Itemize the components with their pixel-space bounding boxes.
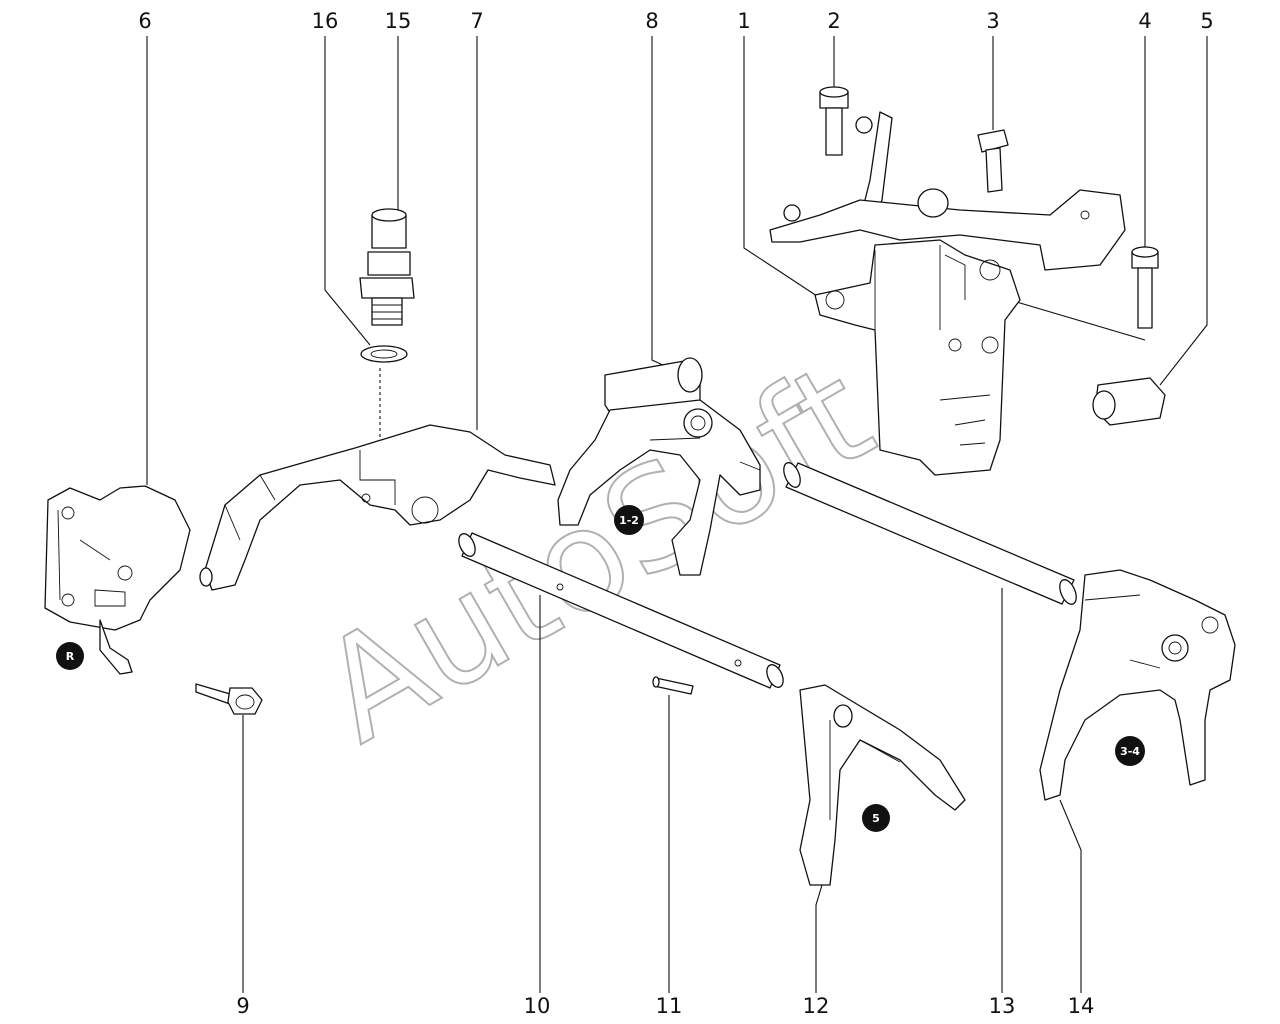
part-12-fork-5	[799, 684, 966, 886]
part-8-fork-1-2	[557, 357, 761, 576]
svg-text:3-4: 3-4	[1120, 745, 1140, 758]
part-2-bolt	[819, 86, 849, 156]
callout-11: 11	[656, 994, 683, 1018]
callout-6: 6	[138, 9, 151, 33]
callout-1: 1	[737, 9, 750, 33]
part-10-rod	[458, 532, 784, 689]
part-16-washer	[360, 345, 408, 363]
callout-7: 7	[470, 9, 483, 33]
badge-3-4: 3-4	[1115, 736, 1145, 766]
callout-4: 4	[1138, 9, 1151, 33]
callout-9: 9	[236, 994, 249, 1018]
part-9-bolt	[195, 683, 263, 715]
svg-text:5: 5	[872, 812, 880, 825]
badge-r: R	[56, 642, 84, 670]
callout-13: 13	[989, 994, 1016, 1018]
part-6-reverse-bracket	[44, 485, 191, 675]
part-4-bolt	[1131, 246, 1159, 329]
part-15-switch	[359, 208, 415, 326]
callout-15: 15	[385, 9, 412, 33]
part-1-selector	[769, 111, 1126, 476]
part-3-bolt	[977, 129, 1009, 193]
badge-1-2: 1-2	[614, 505, 644, 535]
part-14-fork-3-4	[1039, 569, 1236, 801]
svg-text:1-2: 1-2	[619, 514, 639, 527]
callout-2: 2	[827, 9, 840, 33]
part-7-fork	[199, 424, 556, 591]
part-5-nut	[1092, 377, 1166, 426]
part-13-rod	[783, 462, 1077, 605]
callout-3: 3	[986, 9, 999, 33]
leader-lines	[146, 36, 1208, 993]
callout-14: 14	[1068, 994, 1095, 1018]
callout-12: 12	[803, 994, 830, 1018]
callout-5: 5	[1200, 9, 1213, 33]
callout-16: 16	[312, 9, 339, 33]
callout-10: 10	[524, 994, 551, 1018]
svg-text:R: R	[66, 650, 75, 663]
callout-8: 8	[645, 9, 658, 33]
badge-5: 5	[862, 804, 890, 832]
part-11-pin	[652, 676, 694, 695]
